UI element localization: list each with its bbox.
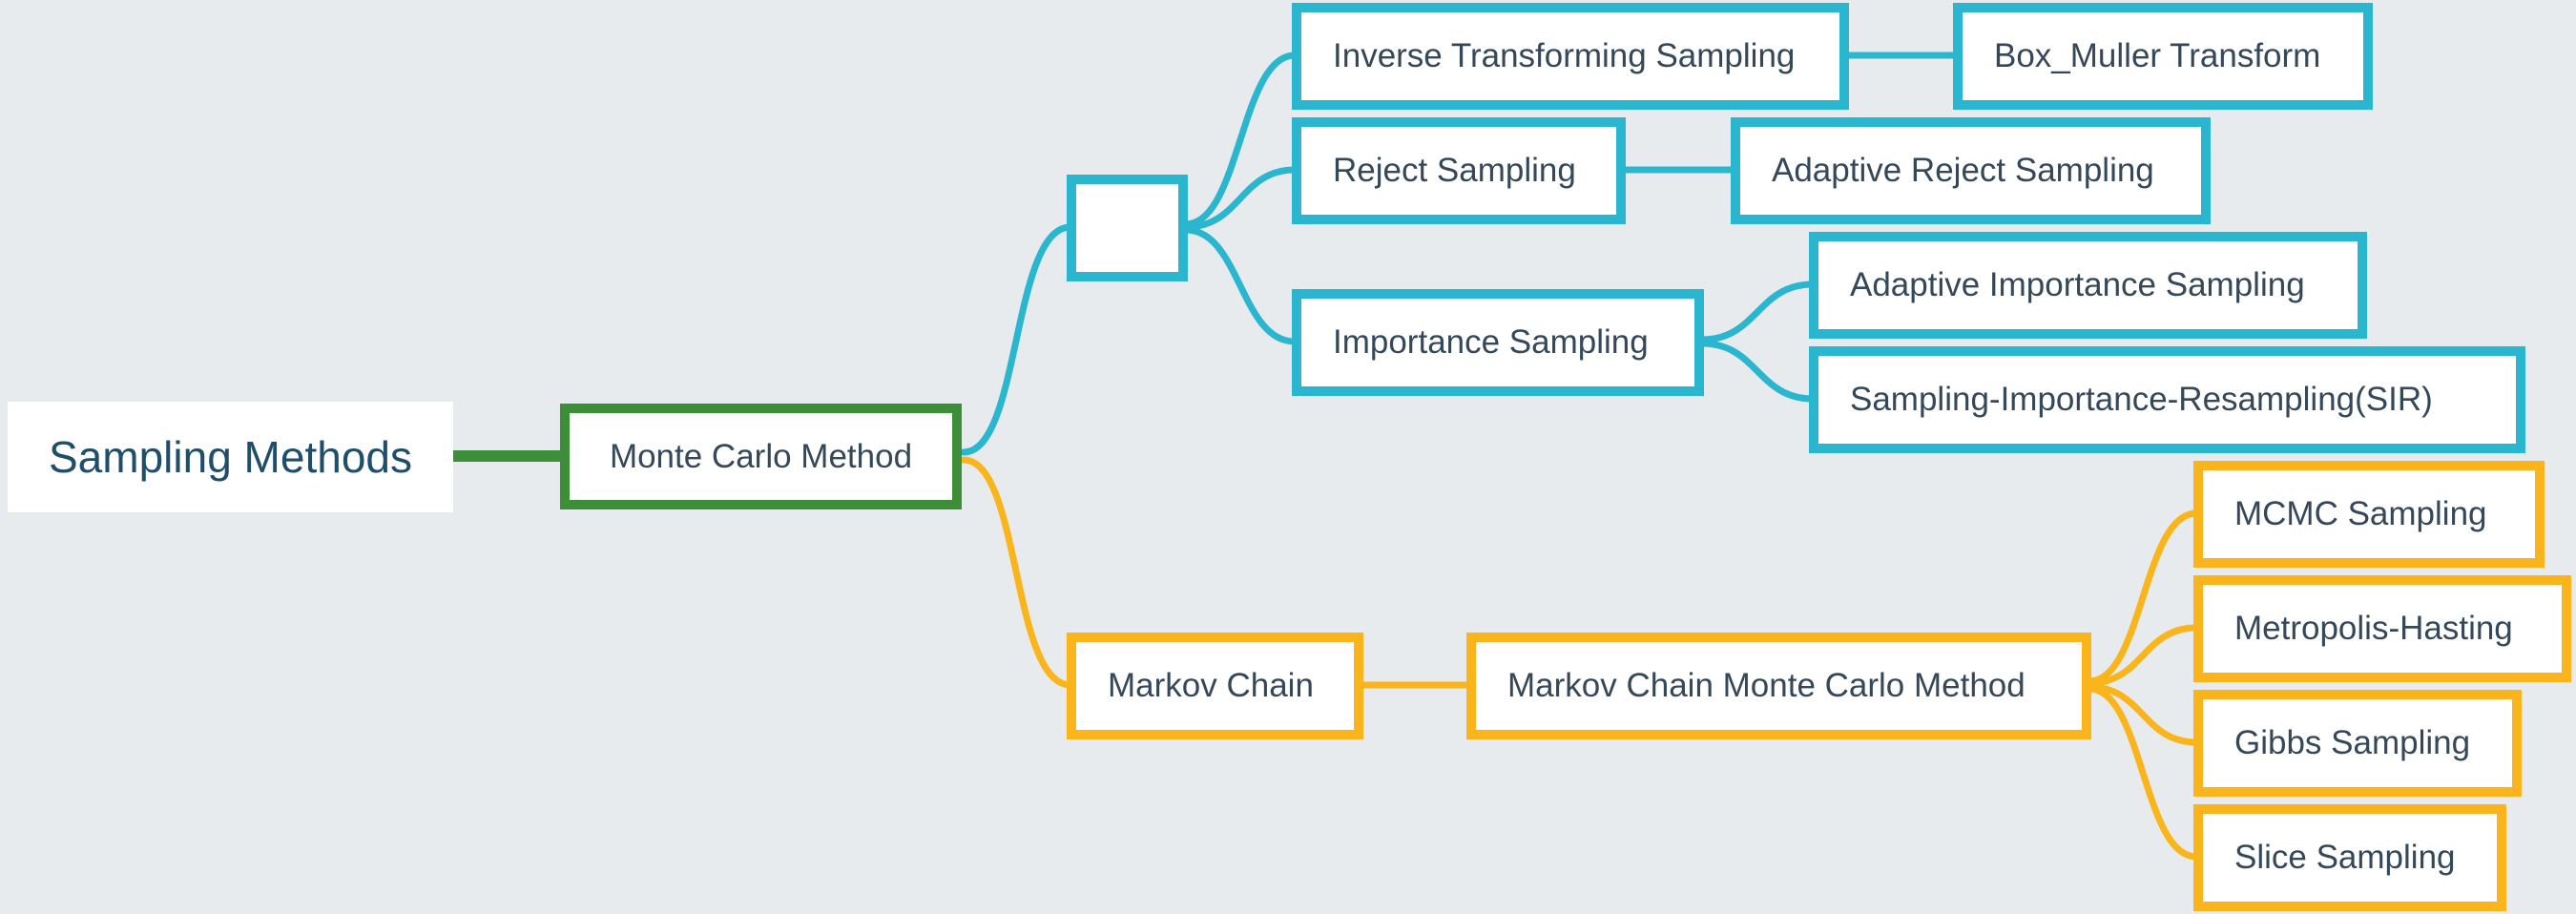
node-label: Reject Sampling [1333, 152, 1576, 189]
connector-importance-sir [1698, 340, 1817, 403]
node-sampling-methods[interactable]: Sampling Methods [8, 402, 453, 512]
node-markov-chain[interactable]: Markov Chain [1067, 633, 1363, 739]
node-adaptive-reject-sampling[interactable]: Adaptive Reject Sampling [1731, 117, 2211, 224]
connector-mcmc-gibbs [2086, 683, 2200, 746]
connector-monte-carlo-markov-chain [960, 456, 1074, 689]
node-label: MCMC Sampling [2234, 495, 2487, 532]
node-label: Sampling-Importance-Resampling(SIR) [1850, 381, 2433, 418]
node-label: Slice Sampling [2234, 839, 2456, 876]
node-box-muller-transform[interactable]: Box_Muller Transform [1953, 3, 2373, 110]
connector-mcmc-sampling [2086, 509, 2200, 685]
node-sampling-importance-resampling[interactable]: Sampling-Importance-Resampling(SIR) [1809, 346, 2525, 453]
node-inverse-transforming-sampling[interactable]: Inverse Transforming Sampling [1292, 3, 1849, 110]
node-label: Markov Chain [1108, 667, 1314, 704]
node-label: Sampling Methods [49, 432, 412, 482]
connector-unnamed-inverse [1182, 52, 1298, 228]
connector-mcmc-metropolis [2086, 624, 2200, 687]
connector-monte-carlo-unnamed [960, 223, 1074, 456]
node-label: Gibbs Sampling [2234, 724, 2471, 761]
node-slice-sampling[interactable]: Slice Sampling [2193, 804, 2506, 911]
node-label: Adaptive Importance Sampling [1850, 266, 2305, 303]
node-mcmc-sampling[interactable]: MCMC Sampling [2193, 461, 2545, 568]
node-adaptive-importance-sampling[interactable]: Adaptive Importance Sampling [1809, 232, 2367, 339]
connector-importance-adaptive [1698, 280, 1817, 343]
node-label: Importance Sampling [1333, 323, 1649, 361]
node-markov-chain-monte-carlo-method[interactable]: Markov Chain Monte Carlo Method [1466, 633, 2091, 739]
node-metropolis-hasting[interactable]: Metropolis-Hasting [2193, 575, 2571, 682]
node-label: Monte Carlo Method [609, 437, 913, 475]
connector-unnamed-reject [1182, 166, 1298, 231]
node-label: Box_Muller Transform [1994, 37, 2321, 74]
node-gibbs-sampling[interactable]: Gibbs Sampling [2193, 690, 2522, 797]
node-monte-carlo-method[interactable]: Monte Carlo Method [560, 404, 962, 509]
node-reject-sampling[interactable]: Reject Sampling [1292, 117, 1626, 224]
connector-unnamed-importance [1182, 226, 1298, 345]
node-label: Markov Chain Monte Carlo Method [1507, 667, 2025, 704]
node-label: Adaptive Reject Sampling [1772, 152, 2154, 189]
node-label: Metropolis-Hasting [2234, 610, 2513, 647]
connector-mcmc-slice [2086, 685, 2200, 861]
node-importance-sampling[interactable]: Importance Sampling [1292, 289, 1704, 396]
node-unnamed-branch[interactable] [1067, 175, 1188, 281]
node-label: Inverse Transforming Sampling [1333, 37, 1796, 74]
